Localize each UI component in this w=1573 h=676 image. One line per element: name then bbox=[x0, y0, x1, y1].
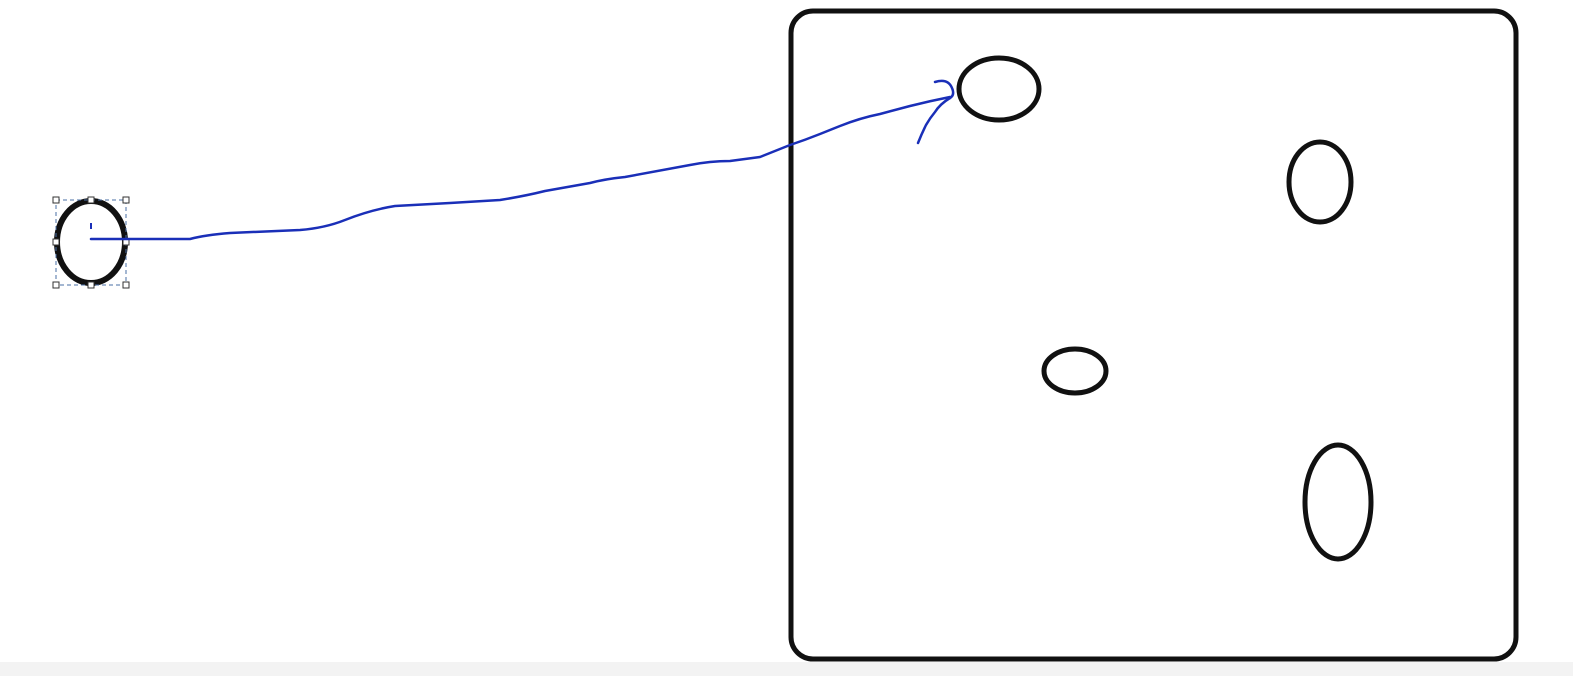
selection-handle-bottom-middle[interactable] bbox=[87, 281, 95, 289]
selection-handle-top-left[interactable] bbox=[52, 196, 60, 204]
selection-handle-top-right[interactable] bbox=[122, 196, 130, 204]
container-ellipse-bottom-right[interactable] bbox=[1302, 442, 1374, 562]
bottom-edge-strip bbox=[0, 662, 1573, 676]
selection-handle-top-middle[interactable] bbox=[87, 196, 95, 204]
container-ellipse-top-left[interactable] bbox=[956, 55, 1042, 123]
container-ellipse-top-right[interactable] bbox=[1286, 139, 1354, 225]
arrow-head-lower bbox=[916, 96, 952, 145]
arrow-head-upper bbox=[933, 79, 955, 100]
freehand-arrow[interactable] bbox=[89, 79, 955, 241]
selection-handle-bottom-right[interactable] bbox=[122, 281, 130, 289]
container-ellipse-center[interactable] bbox=[1041, 346, 1109, 396]
source-ellipse[interactable] bbox=[54, 198, 128, 286]
selection-handle-left-middle[interactable] bbox=[52, 238, 60, 246]
selection-handle-bottom-left[interactable] bbox=[52, 281, 60, 289]
arrow-shaft[interactable] bbox=[89, 95, 952, 241]
container-rectangle[interactable] bbox=[788, 8, 1519, 662]
selection-box bbox=[52, 196, 130, 289]
